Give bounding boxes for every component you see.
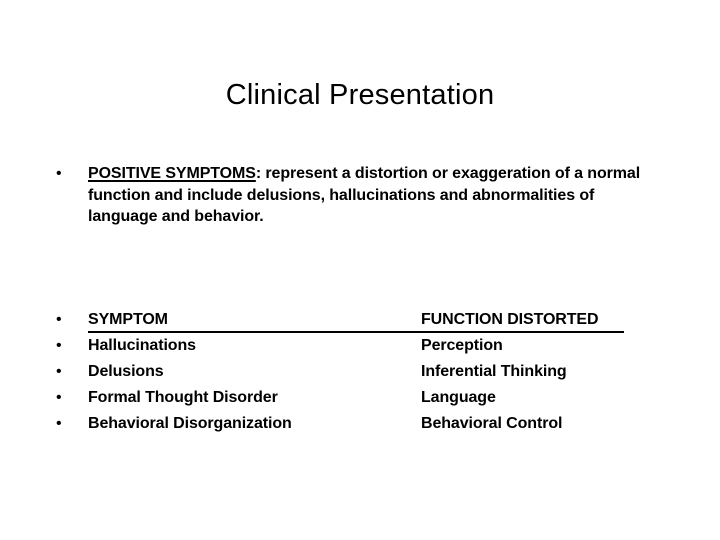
page-title: Clinical Presentation — [225, 79, 495, 111]
bullet-dot-icon: • — [56, 415, 62, 432]
cell-symptom: Hallucinations — [88, 337, 196, 354]
table-row: • Formal Thought Disorder Language — [56, 388, 696, 414]
column-header-function-distorted: FUNCTION DISTORTED — [421, 311, 599, 328]
header-underline-rule — [88, 331, 624, 333]
cell-function: Inferential Thinking — [421, 363, 567, 380]
table-header-row: • SYMPTOM FUNCTION DISTORTED — [56, 310, 696, 336]
table-row: • Hallucinations Perception — [56, 336, 696, 362]
cell-symptom: Formal Thought Disorder — [88, 389, 278, 406]
cell-symptom: Behavioral Disorganization — [88, 415, 292, 432]
cell-function: Language — [421, 389, 496, 406]
cell-symptom: Delusions — [88, 363, 164, 380]
cell-function: Perception — [421, 337, 503, 354]
column-header-symptom: SYMPTOM — [88, 311, 168, 328]
cell-function: Behavioral Control — [421, 415, 563, 432]
bullet-text: POSITIVE SYMPTOMS: represent a distortio… — [88, 163, 660, 228]
bullet-dot-icon: • — [56, 165, 62, 182]
bullet-dot-icon: • — [56, 337, 62, 354]
bullet-lead-underlined: POSITIVE SYMPTOMS — [88, 165, 256, 182]
table-row: • Behavioral Disorganization Behavioral … — [56, 414, 696, 440]
bullet-dot-icon: • — [56, 311, 62, 328]
bullet-dot-icon: • — [56, 389, 62, 406]
bullet-dot-icon: • — [56, 363, 62, 380]
table-row: • Delusions Inferential Thinking — [56, 362, 696, 388]
bullet-rest-text: : represent a distortion or exaggeration… — [88, 165, 641, 225]
